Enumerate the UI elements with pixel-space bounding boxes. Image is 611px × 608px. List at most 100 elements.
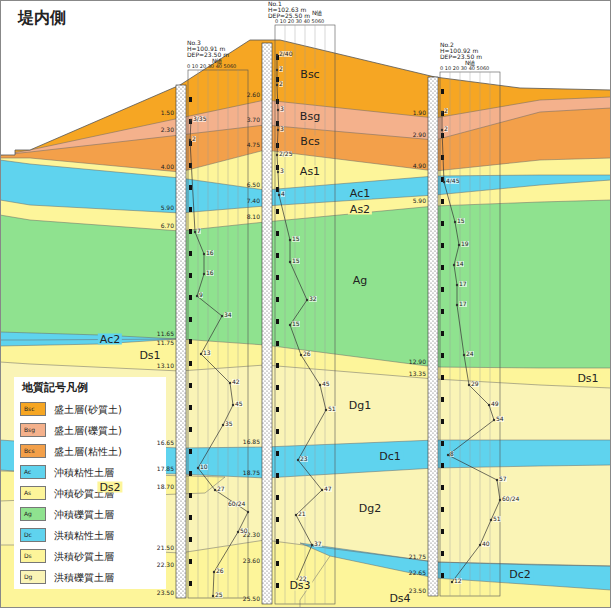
side-title: 堤内側 [18, 10, 66, 26]
n-value-point [212, 595, 214, 597]
soil-layer [0, 362, 611, 608]
depth-label: 21.75 [409, 554, 426, 560]
sample-mark [276, 495, 279, 500]
n-value: 37 [314, 541, 322, 547]
layer-boundary [0, 339, 611, 368]
legend-text: 洪積砂質土層 [54, 550, 114, 564]
n-value-point [222, 424, 224, 426]
n-value: 16 [206, 270, 214, 276]
n-value: 15 [457, 218, 465, 224]
n-value: 3 [280, 106, 284, 112]
n-value-point [456, 284, 458, 286]
n-value-point [213, 571, 215, 573]
sample-mark [441, 529, 444, 534]
n-value-point [276, 84, 278, 86]
n-value: 27 [217, 486, 225, 492]
soil-layer [0, 97, 611, 608]
legend-row: As沖積砂質土層 [20, 486, 164, 501]
n-value: 45 [322, 381, 330, 387]
legend-swatch: Bsg [20, 423, 46, 437]
sample-mark [276, 473, 279, 478]
legend-swatch: Ag [20, 507, 46, 521]
legend-code: Bcs [24, 448, 48, 454]
n-value-point [490, 519, 492, 521]
depth-label: 6.70 [161, 223, 174, 229]
n-value: 21 [298, 511, 306, 517]
depth-label: 17.85 [157, 466, 174, 472]
sample-mark [276, 253, 279, 258]
n-value-point [200, 353, 202, 355]
sample-mark [441, 551, 444, 556]
n-value-point [278, 194, 280, 196]
depth-label: 4.90 [413, 163, 426, 169]
n-value-point [311, 544, 313, 546]
n-value: 45 [235, 401, 243, 407]
n-value-point [306, 299, 308, 301]
n-value: 2 [279, 66, 283, 72]
depth-label: 5.90 [413, 198, 426, 204]
layer-code: Ds1 [575, 373, 600, 384]
depth-label: 25.50 [243, 596, 260, 602]
n-value-point [277, 171, 279, 173]
n-value: 12 [454, 578, 462, 584]
borehole-soil [428, 77, 438, 596]
legend-swatch: Bsc [20, 402, 46, 416]
legend-swatch: Bcs [20, 444, 46, 458]
n-value: 35 [225, 421, 233, 427]
n-value: 16 [206, 250, 214, 256]
n-value-point [297, 459, 299, 461]
n-value-point [197, 467, 199, 469]
sample-mark [276, 539, 279, 544]
sample-mark [441, 265, 444, 270]
sample-mark [441, 309, 444, 314]
borehole-column [176, 85, 186, 598]
legend-row: Ac沖積粘性土層 [20, 465, 164, 480]
n-value-point [447, 454, 449, 456]
sample-mark [441, 375, 444, 380]
n-scale: 0 10 20 30 40 5060 [440, 66, 489, 71]
n-value-point [300, 354, 302, 356]
n-value-point [496, 479, 498, 481]
layer-boundary [0, 160, 611, 190]
n-value: 51 [328, 406, 336, 412]
n-value: 2 [279, 81, 283, 87]
sample-mark [276, 407, 279, 412]
sample-mark [189, 449, 192, 454]
depth-label: 16.85 [243, 439, 260, 445]
soil-layer [0, 180, 611, 608]
n-value: 60/24 [502, 496, 519, 502]
borehole-column [262, 43, 272, 604]
sample-mark [189, 405, 192, 410]
sky [0, 0, 611, 155]
layer-code: Bcs [298, 136, 321, 147]
n-value-point [463, 354, 465, 356]
n-value-point [453, 264, 455, 266]
n-value-plot [190, 120, 248, 596]
n-value: 17 [459, 281, 467, 287]
graph-gridline [450, 72, 451, 596]
sample-mark [441, 331, 444, 336]
n-scale: 0 10 20 30 40 5060 [275, 19, 324, 24]
legend-swatch: Ds [20, 549, 46, 563]
depth-label: 2.60 [247, 92, 260, 98]
n-value: 14 [456, 261, 464, 267]
layer-code: Bsc [298, 69, 321, 80]
sample-mark [189, 471, 192, 476]
n-value-point [441, 111, 443, 113]
layer-code: Dg2 [357, 503, 383, 514]
depth-label: 8.10 [247, 214, 260, 220]
layer-code: Ac2 [98, 334, 122, 345]
n-value-plot [442, 112, 500, 582]
legend-text: 盛土層(粘性土) [54, 445, 122, 459]
sample-mark [276, 275, 279, 280]
legend-swatch: As [20, 486, 46, 500]
borehole-header: N値 [312, 10, 323, 16]
depth-label: 2.30 [161, 127, 174, 133]
n-value: 4/45 [446, 178, 459, 184]
depth-label: 18.75 [243, 470, 260, 476]
n-value: 25 [215, 592, 223, 598]
legend-code: As [24, 490, 48, 496]
n-value: 42 [232, 379, 240, 385]
depth-label: 1.90 [413, 110, 426, 116]
